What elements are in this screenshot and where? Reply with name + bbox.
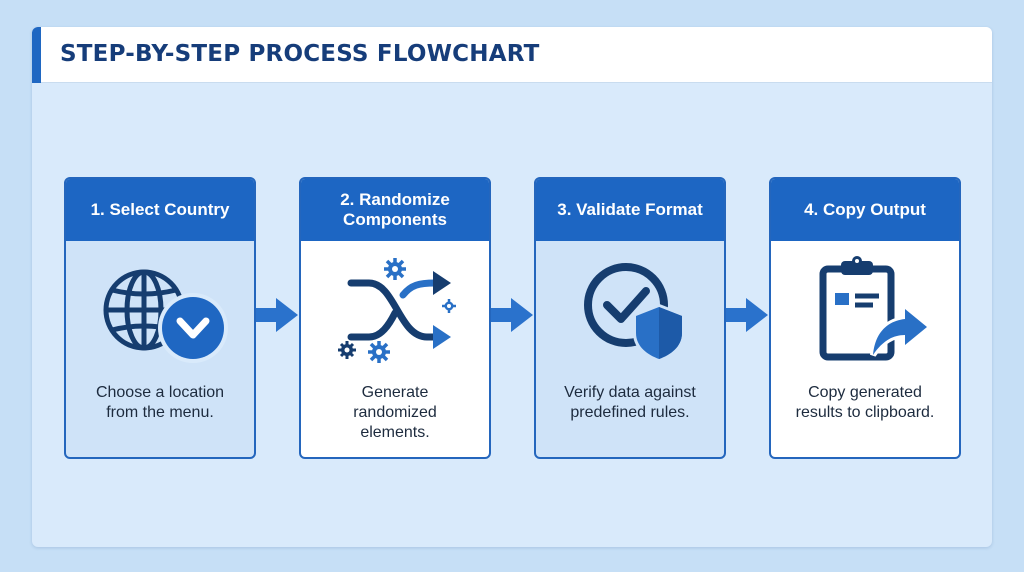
- step-description: Verify data against predefined rules.: [564, 384, 696, 421]
- check-shield-icon: [584, 263, 685, 363]
- flowchart-panel: STEP-BY-STEP PROCESS FLOWCHART 1. Select…: [32, 27, 992, 547]
- step-card-copy-output: 4. Copy Output Copy generated results to…: [769, 177, 961, 459]
- step-title: 3. Validate Format: [557, 200, 703, 219]
- step-title: 2. Randomize Components: [340, 190, 450, 229]
- arrow-right-icon: [726, 298, 768, 332]
- arrow-right-icon: [256, 298, 298, 332]
- step-card-randomize-components: 2. Randomize Components: [299, 177, 491, 459]
- step-card-header: 3. Validate Format: [536, 179, 724, 241]
- clipboard-share-icon: [819, 256, 932, 361]
- step-title: 4. Copy Output: [804, 200, 926, 219]
- step-card-header: 2. Randomize Components: [301, 179, 489, 241]
- step-description: Choose a location from the menu.: [95, 384, 225, 421]
- step-card-header: 1. Select Country: [66, 179, 254, 241]
- step-card-select-country: 1. Select Country Choose a location from…: [64, 177, 256, 459]
- globe-with-chevron-icon: [103, 269, 228, 363]
- step-description: Generate randomized elements.: [353, 384, 437, 441]
- step-title: 1. Select Country: [90, 200, 230, 219]
- header-bar: STEP-BY-STEP PROCESS FLOWCHART: [32, 27, 992, 83]
- step-card-validate-format: 3. Validate Format Verify data against p…: [534, 177, 726, 459]
- step-card-header: 4. Copy Output: [771, 179, 959, 241]
- arrow-right-icon: [491, 298, 533, 332]
- header-accent-bar: [32, 27, 41, 83]
- page-title: STEP-BY-STEP PROCESS FLOWCHART: [60, 41, 540, 67]
- step-description: Copy generated results to clipboard.: [795, 384, 935, 421]
- shuffle-gears-icon: [338, 258, 456, 363]
